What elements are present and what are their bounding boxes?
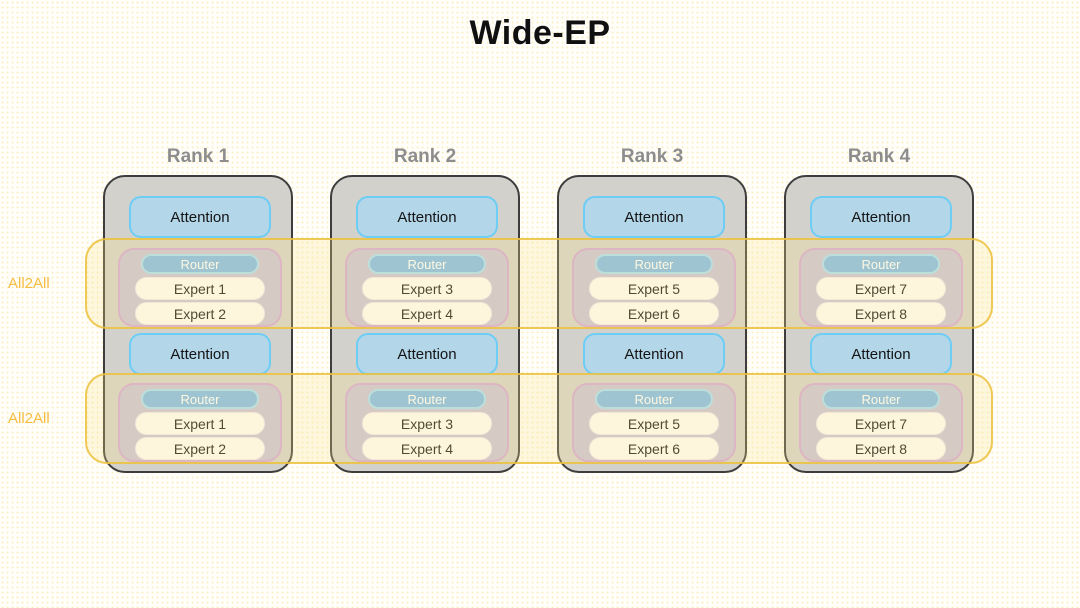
rank-column-4: Rank 4 Attention Router Expert 7 Expert … <box>784 146 974 473</box>
rank-column-3: Rank 3 Attention Router Expert 5 Expert … <box>557 146 747 473</box>
router-block: Router <box>368 389 486 409</box>
expert-block: Expert 5 <box>589 277 719 300</box>
expert-block: Expert 8 <box>816 302 946 325</box>
moe-block: Router Expert 7 Expert 8 <box>799 383 963 462</box>
attention-block: Attention <box>356 196 498 238</box>
all2all-label-1: All2All <box>8 275 50 292</box>
attention-block: Attention <box>583 196 725 238</box>
expert-block: Expert 7 <box>816 277 946 300</box>
expert-block: Expert 3 <box>362 412 492 435</box>
rank-label: Rank 3 <box>620 146 684 167</box>
attention-block: Attention <box>129 333 271 375</box>
diagram-title: Wide-EP <box>469 14 611 52</box>
router-block: Router <box>822 254 940 274</box>
rank-box: Attention Router Expert 1 Expert 2 Atten… <box>103 175 293 473</box>
rank-column-1: Rank 1 Attention Router Expert 1 Expert … <box>103 146 293 473</box>
all2all-label-2: All2All <box>8 410 50 427</box>
moe-block: Router Expert 5 Expert 6 <box>572 248 736 327</box>
attention-block: Attention <box>583 333 725 375</box>
rank-box: Attention Router Expert 3 Expert 4 Atten… <box>330 175 520 473</box>
router-block: Router <box>822 389 940 409</box>
expert-block: Expert 8 <box>816 437 946 460</box>
router-block: Router <box>141 254 259 274</box>
router-block: Router <box>595 254 713 274</box>
moe-block: Router Expert 3 Expert 4 <box>345 383 509 462</box>
expert-block: Expert 6 <box>589 437 719 460</box>
moe-block: Router Expert 1 Expert 2 <box>118 383 282 462</box>
attention-block: Attention <box>810 333 952 375</box>
expert-block: Expert 1 <box>135 412 265 435</box>
rank-label: Rank 2 <box>393 146 457 167</box>
router-block: Router <box>368 254 486 274</box>
expert-block: Expert 1 <box>135 277 265 300</box>
expert-block: Expert 4 <box>362 437 492 460</box>
expert-block: Expert 7 <box>816 412 946 435</box>
moe-block: Router Expert 7 Expert 8 <box>799 248 963 327</box>
router-block: Router <box>595 389 713 409</box>
attention-block: Attention <box>356 333 498 375</box>
rank-box: Attention Router Expert 5 Expert 6 Atten… <box>557 175 747 473</box>
attention-block: Attention <box>129 196 271 238</box>
rank-column-2: Rank 2 Attention Router Expert 3 Expert … <box>330 146 520 473</box>
expert-block: Expert 3 <box>362 277 492 300</box>
moe-block: Router Expert 3 Expert 4 <box>345 248 509 327</box>
rank-box: Attention Router Expert 7 Expert 8 Atten… <box>784 175 974 473</box>
expert-block: Expert 2 <box>135 437 265 460</box>
attention-block: Attention <box>810 196 952 238</box>
expert-block: Expert 4 <box>362 302 492 325</box>
expert-block: Expert 2 <box>135 302 265 325</box>
rank-label: Rank 1 <box>166 146 230 167</box>
router-block: Router <box>141 389 259 409</box>
moe-block: Router Expert 1 Expert 2 <box>118 248 282 327</box>
moe-block: Router Expert 5 Expert 6 <box>572 383 736 462</box>
expert-block: Expert 5 <box>589 412 719 435</box>
rank-label: Rank 4 <box>847 146 911 167</box>
expert-block: Expert 6 <box>589 302 719 325</box>
